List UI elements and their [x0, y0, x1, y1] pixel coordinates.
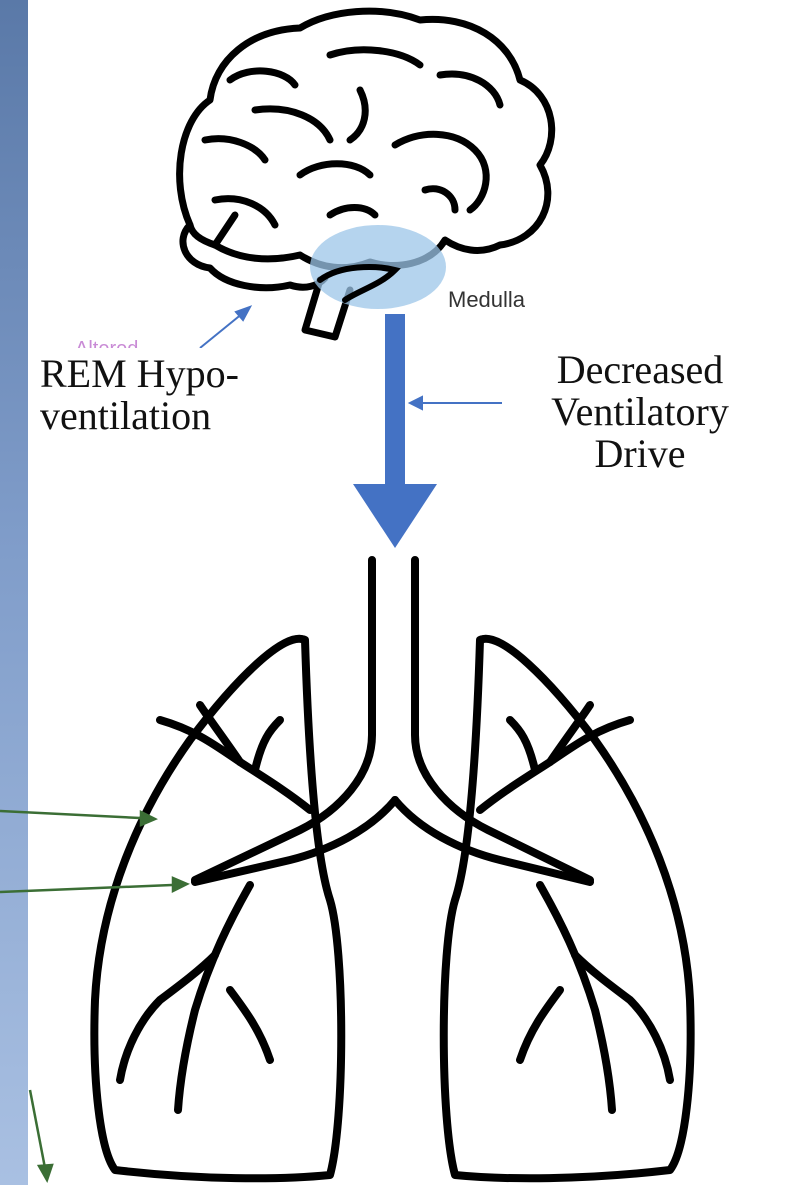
lungs-icon [94, 560, 690, 1178]
downward-arrow-icon [353, 314, 437, 548]
pointer-to-lung-middle [0, 878, 187, 892]
pointer-to-lung-upper [0, 811, 155, 825]
medulla-label: Medulla [448, 287, 525, 313]
rem-hypoventilation-label: REM Hypo- ventilation [40, 353, 239, 437]
decreased-ventilatory-drive-label: Decreased Ventilatory Drive [520, 349, 760, 475]
pointer-to-arrow [410, 397, 502, 409]
pointer-to-brain [200, 307, 250, 348]
pointer-to-lung-lower [30, 1090, 52, 1180]
